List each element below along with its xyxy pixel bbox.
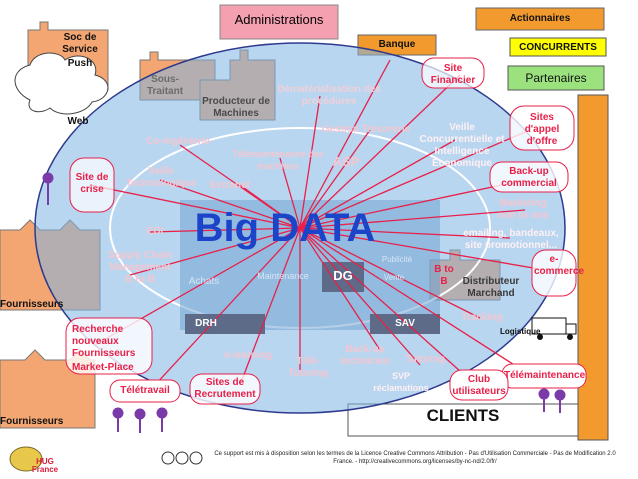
web-cloud — [14, 52, 109, 115]
concurrents-label: CONCURRENTS — [519, 42, 597, 53]
recherche-pill — [65, 317, 153, 375]
big-data-title: Big DATA — [194, 206, 376, 250]
marketing-label: Marketing one to one — [497, 198, 549, 221]
banque-box — [357, 34, 437, 56]
svp-label: SVP réclamations — [373, 371, 429, 393]
e-learning-label: e-learning — [224, 350, 272, 361]
gestion-tresorerie-label: Gestion Trésorerie — [321, 124, 411, 135]
vente-label: Vente — [383, 273, 405, 282]
hug-logo-icon — [6, 444, 64, 474]
producteur-label: Producteur de Machines — [202, 96, 270, 119]
ecommerce-pill — [531, 249, 577, 297]
actionnaires-label: Actionnaires — [509, 13, 571, 24]
clients-label: CLIENTS — [426, 406, 500, 425]
clients-box — [347, 403, 579, 437]
extranet-label: Extranet — [209, 180, 250, 191]
logistique-label: Logistique — [500, 327, 541, 336]
sites-recrutement-pill — [189, 373, 261, 405]
sites-appel-label: Sites d'appel d'offre — [524, 112, 560, 147]
asp-label: ASP — [332, 154, 360, 169]
banque-label: Banque — [378, 39, 416, 50]
telemaintenance-label: Télémaintenance — [504, 370, 586, 381]
backup-tech-label: Back-up technicien — [340, 344, 390, 367]
site-financier-pill — [421, 57, 485, 89]
tele-tutoring-label: Télé-Tutoring — [288, 356, 328, 379]
telemaintenance-machines-label: Télémaintenance des machines — [232, 149, 324, 171]
recherche-label: Recherche nouveaux Fournisseurs — [72, 324, 136, 359]
drh-bar — [185, 314, 265, 334]
spokes — [89, 59, 546, 386]
partenaires-label: Partenaires — [525, 71, 587, 85]
cc-license-icon — [161, 451, 203, 465]
people-figures — [42, 172, 566, 433]
sites-recrutement-label: Sites de Recrutement — [194, 377, 256, 400]
dematerialisation-label: Dématérialisation des procédures — [277, 84, 381, 107]
ecommerce-label: e-commerce — [534, 254, 585, 277]
emailing-label: emailing, bandeaux, site promotionnel... — [463, 228, 559, 251]
concurrents-box — [509, 37, 607, 57]
maintenance-label: Maintenance — [257, 271, 309, 281]
edi-label: EDI — [146, 226, 164, 237]
dg-label: DG — [333, 268, 353, 283]
b-to-b-label: B to B — [434, 264, 454, 287]
teletravail-label: Télétravail — [120, 385, 170, 396]
co-ingenierie-label: Co-ingénierie — [146, 136, 210, 147]
actionnaires-box — [475, 7, 605, 31]
truck-icon — [531, 317, 577, 340]
achats-label: Achats — [188, 276, 220, 287]
administrations-label: Administrations — [234, 12, 324, 27]
backup-commercial-pill — [489, 161, 569, 193]
veille-label: Veille Concurrentielle et Intelligence E… — [419, 122, 505, 169]
drh-label: DRH — [195, 318, 217, 329]
supply-chain-label: Supply Chain Management B to B — [108, 250, 172, 285]
veille-tech-label: Veille Technologique — [125, 166, 197, 189]
push-label: Push — [67, 58, 93, 69]
administrations-box — [219, 4, 339, 40]
partenaires-box — [507, 65, 605, 91]
sites-appel-pill — [509, 105, 575, 151]
fournisseurs-top-label: Fournisseurs — [0, 299, 64, 310]
tracking-label: Tracking — [461, 312, 503, 323]
tutoring-label: Tutoring — [405, 354, 445, 365]
distributeur-label: Distributeur Marchand — [462, 276, 520, 299]
club-pill — [449, 369, 509, 401]
site-crise-pill — [69, 157, 115, 213]
sav-bar — [370, 314, 440, 334]
club-label: Club utilisateurs — [452, 374, 506, 397]
hug-logo-text: HUG France — [31, 457, 59, 474]
market-place-label: Market-Place — [72, 362, 134, 373]
sav-label: SAV — [395, 318, 415, 329]
fournisseurs-bottom-label: Fournisseurs — [0, 416, 64, 427]
sous-traitant-label: Sous-Traitant — [146, 74, 184, 97]
web-label: Web — [67, 116, 89, 127]
soc-service-label: Soc de Service — [62, 32, 98, 55]
backup-commercial-label: Back-up commercial — [501, 166, 557, 189]
site-crise-label: Site de crise — [75, 172, 109, 195]
teletravail-pill — [109, 379, 181, 403]
site-financier-label: Site Financier — [430, 63, 476, 86]
license-text: Ce support est mis à disposition selon l… — [214, 451, 616, 465]
publicite-label: Publicité — [381, 255, 413, 264]
